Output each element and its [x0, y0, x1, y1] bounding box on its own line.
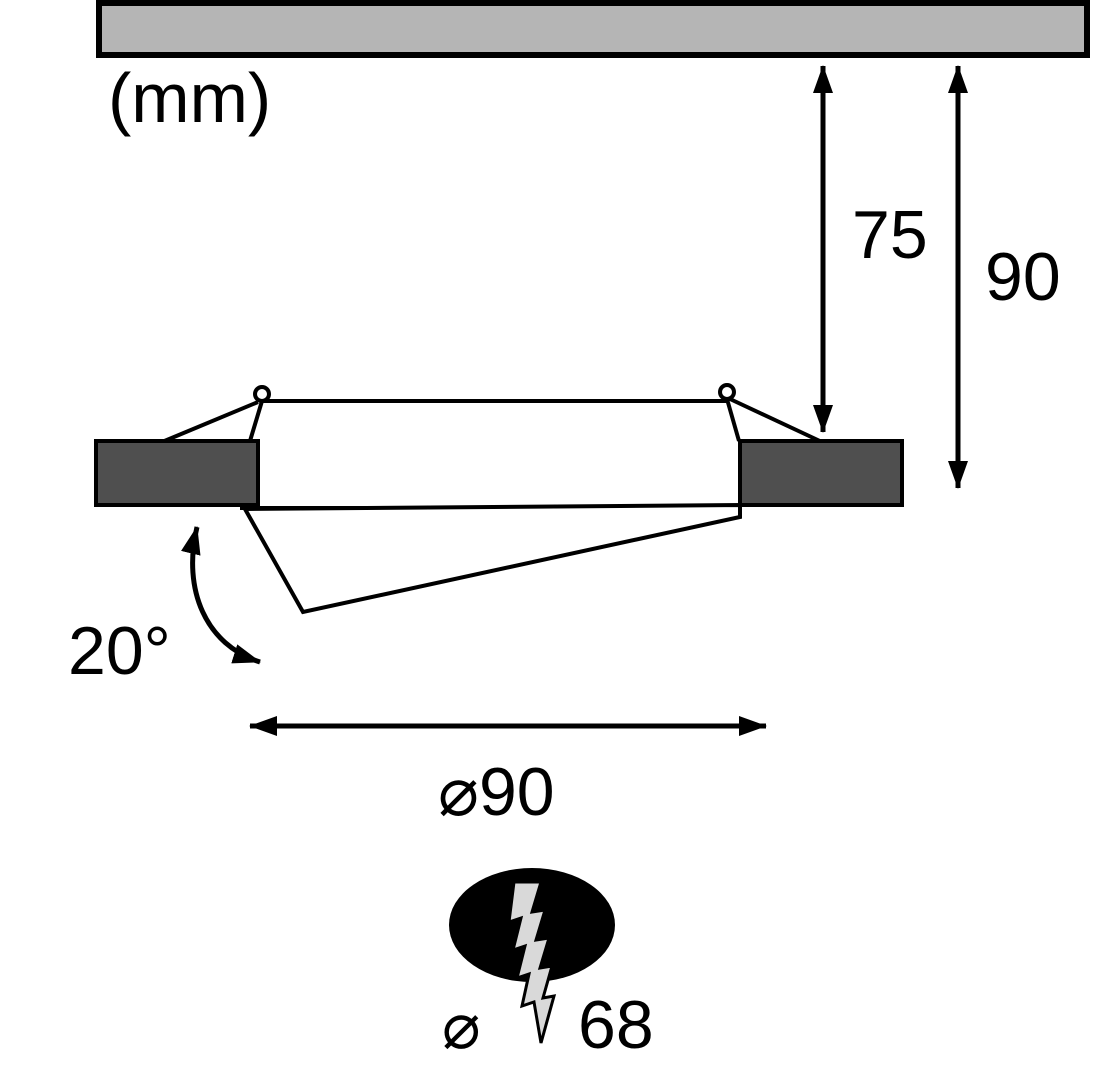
left-spring-line — [161, 400, 259, 444]
cutout-diameter-symbol: ⌀ — [442, 990, 481, 1062]
left-hanger-line — [248, 400, 264, 442]
right-flange — [738, 439, 904, 507]
right-pivot-pin — [718, 383, 736, 401]
dim-90-label: 90 — [985, 239, 1061, 315]
tilt-angle-arrow — [181, 526, 261, 665]
left-pivot-pin — [253, 385, 271, 403]
right-spring-line — [729, 397, 823, 444]
dim-75-label: 75 — [852, 197, 928, 273]
tilted-lamp-body — [241, 502, 742, 615]
left-flange — [94, 439, 260, 507]
tilt-angle-label: 20° — [68, 613, 171, 689]
outer-diameter-label: ⌀90 — [438, 754, 555, 830]
right-hanger-line — [725, 398, 741, 442]
lightning-bolt-symbol — [507, 880, 557, 1044]
ceiling-panel — [96, 0, 1090, 58]
cutout-diameter-value: 68 — [578, 987, 654, 1063]
unit-label: (mm) — [108, 59, 271, 137]
